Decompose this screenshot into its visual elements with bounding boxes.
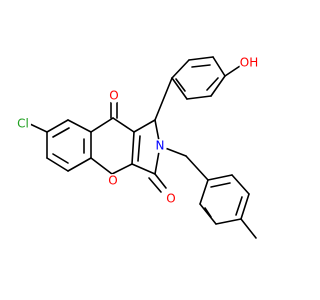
bond — [154, 173, 167, 189]
bond — [67, 119, 92, 133]
bond — [186, 95, 212, 100]
atom-label-layer: Cl OH O O O N — [15, 53, 259, 206]
ring-oxygen-background — [106, 174, 120, 188]
bond — [199, 203, 217, 225]
bond — [240, 218, 257, 239]
bond — [46, 157, 69, 172]
bond — [210, 182, 231, 188]
bond — [29, 123, 48, 133]
bond — [154, 77, 173, 121]
bond — [111, 163, 133, 175]
bond — [231, 174, 250, 195]
bond — [90, 157, 113, 175]
bond — [185, 155, 209, 181]
bond — [131, 131, 135, 165]
bond — [67, 157, 92, 172]
ring-oxygen-label: O — [108, 174, 117, 188]
bond — [235, 196, 243, 216]
bond — [112, 117, 135, 133]
ketone-oxygen-background — [107, 89, 121, 103]
bond — [215, 218, 242, 225]
bond — [206, 77, 219, 91]
bond — [188, 56, 214, 61]
bond — [175, 78, 186, 92]
bond — [90, 117, 114, 133]
bond — [52, 153, 69, 164]
bond — [212, 56, 226, 77]
bond — [131, 163, 156, 175]
nitrogen-background — [153, 139, 167, 153]
bond — [52, 127, 70, 138]
chemical-structure-diagram: Cl OH O O O N — [15, 53, 259, 239]
bond — [199, 179, 209, 205]
hydroxyl-label: OH — [240, 56, 258, 70]
bond-layer — [29, 56, 257, 239]
bond — [210, 75, 226, 97]
amide-oxygen-background — [164, 192, 178, 206]
bond — [204, 207, 212, 218]
bond — [240, 193, 250, 220]
bond — [171, 77, 188, 100]
bond — [191, 64, 211, 68]
ketone-oxygen-label: O — [109, 89, 118, 103]
amide-oxygen-label: O — [166, 192, 175, 206]
bond — [46, 119, 69, 133]
bond — [148, 177, 162, 193]
chlorine-label: Cl — [17, 117, 29, 131]
nitrogen-label: N — [156, 139, 165, 153]
bond — [207, 174, 233, 181]
bond — [137, 135, 141, 162]
bond — [133, 119, 156, 133]
bond — [224, 65, 241, 77]
chlorine-label-background — [15, 116, 31, 132]
bond — [171, 59, 190, 79]
hydroxyl-label-background — [239, 53, 259, 73]
